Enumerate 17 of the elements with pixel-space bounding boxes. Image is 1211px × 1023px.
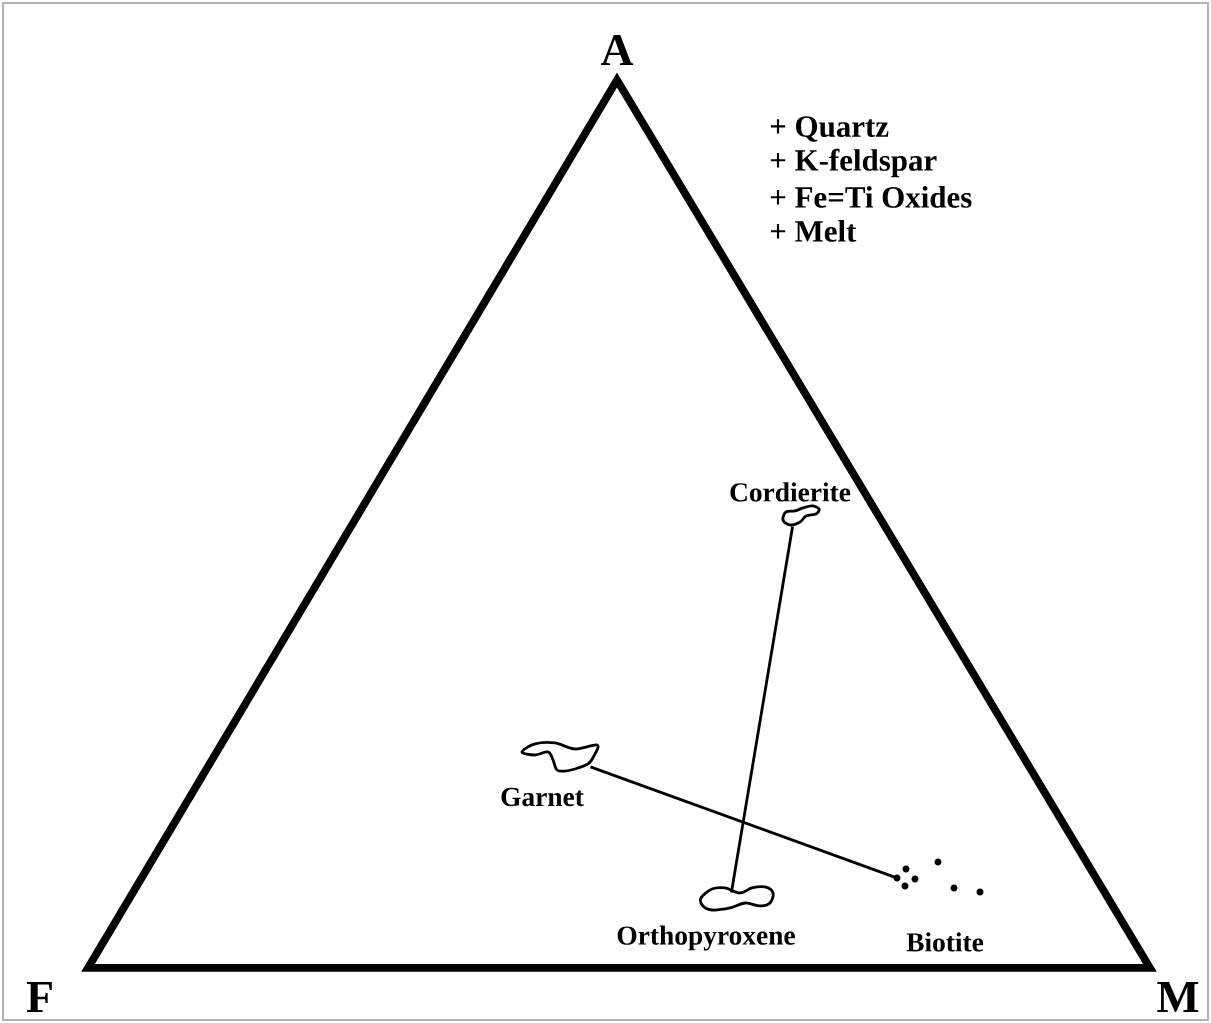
phase-label: + Fe=Ti Oxides <box>770 186 972 208</box>
node-label: Biotite <box>906 932 984 952</box>
phase-label: + Quartz <box>770 116 889 142</box>
vertex-label: F <box>26 982 52 1012</box>
mineral-field: Orthopyroxene <box>617 885 795 951</box>
mineral-field: Garnet <box>501 741 600 807</box>
node-label: Orthopyroxene <box>617 925 795 951</box>
mineral-field: Cordierite <box>730 482 851 527</box>
vertex-label: M <box>1157 982 1199 1012</box>
phase-label: + Melt <box>770 220 857 242</box>
mineral-field: Biotite <box>893 858 984 952</box>
tie-line <box>730 526 794 893</box>
tie-line <box>589 765 895 879</box>
node-label: Garnet <box>501 787 584 807</box>
node-label: Cordierite <box>730 482 851 502</box>
vertex-label: A <box>600 34 634 66</box>
phase-label: + K-feldspar <box>770 148 937 178</box>
